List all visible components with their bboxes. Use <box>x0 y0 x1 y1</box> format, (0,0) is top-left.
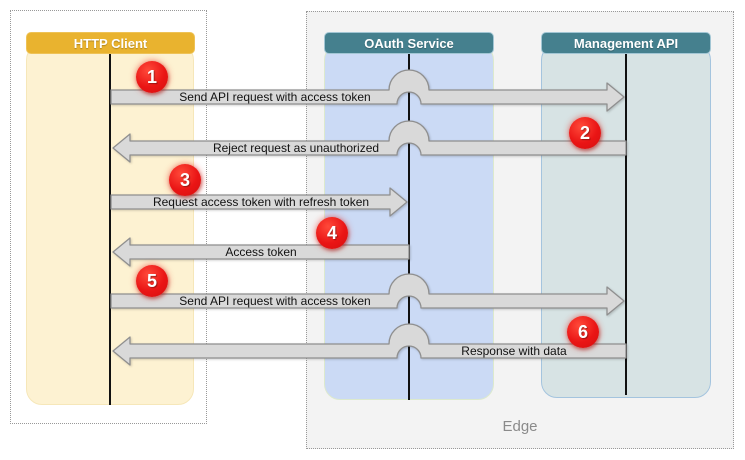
step-badge-6: 6 <box>567 316 599 348</box>
message-label-4: Access token <box>225 245 297 259</box>
message-label-3: Request access token with refresh token <box>152 195 370 209</box>
step-badge-5: 5 <box>136 265 168 297</box>
actor-header-oauth-service: OAuth Service <box>324 32 494 54</box>
management-api-lifeline <box>625 53 627 395</box>
actor-header-http-client: HTTP Client <box>26 32 195 54</box>
message-label-6: Response with data <box>461 344 567 358</box>
step-badge-3: 3 <box>169 164 201 196</box>
edge-zone-label: Edge <box>502 418 538 435</box>
message-arrow-1 <box>110 69 625 112</box>
message-label-1: Send API request with access token <box>179 90 371 104</box>
actor-header-management-api: Management API <box>541 32 711 54</box>
message-label-5: Send API request with access token <box>179 294 371 308</box>
step-badge-4: 4 <box>316 217 348 249</box>
step-badge-1: 1 <box>136 61 168 93</box>
http-client-lifeline <box>109 53 111 405</box>
oauth-service-lifeline <box>408 53 410 400</box>
step-badge-2: 2 <box>569 117 601 149</box>
message-label-2: Reject request as unauthorized <box>212 141 380 155</box>
message-arrow-2 <box>112 120 627 163</box>
message-arrow-5 <box>110 273 625 316</box>
message-arrow-6 <box>112 323 627 366</box>
